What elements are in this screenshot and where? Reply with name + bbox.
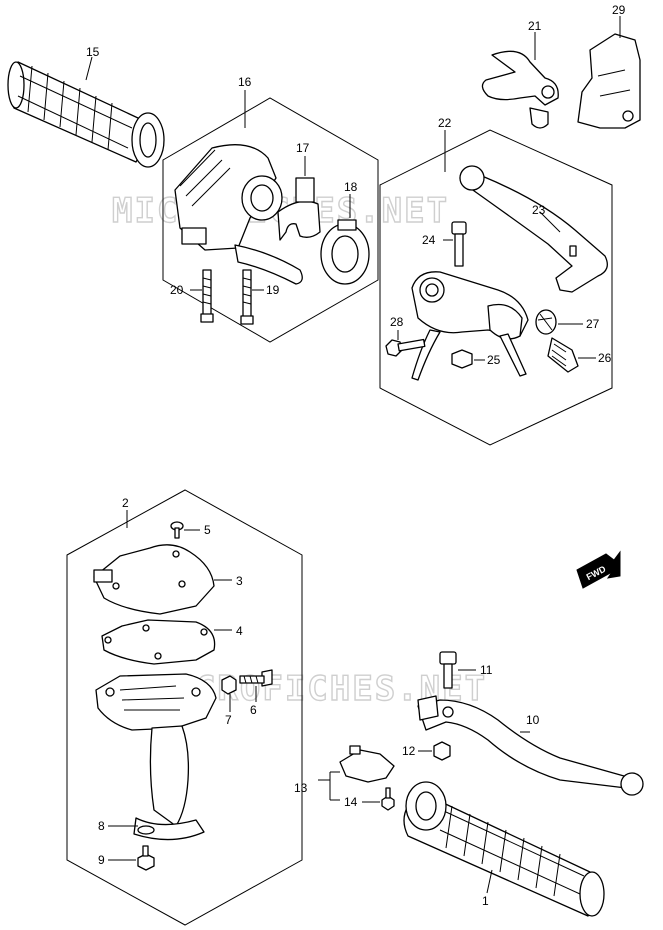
nut-part-9[interactable]: [137, 845, 155, 871]
screw-part-5[interactable]: [170, 521, 184, 539]
handlebar-switch-part-16[interactable]: [174, 144, 303, 285]
callout-10: 10: [526, 713, 540, 727]
callout-18: 18: [344, 180, 358, 194]
callout-15: 15: [86, 45, 100, 59]
screw-part-19[interactable]: [240, 269, 254, 325]
switch-part-26[interactable]: [547, 337, 579, 373]
pivot-bolt-part-24[interactable]: [451, 221, 467, 267]
washer-part-8[interactable]: [137, 825, 155, 835]
pivot-bolt-part-11[interactable]: [439, 651, 457, 689]
callout-28: 28: [390, 315, 404, 329]
lever-holder-part-21[interactable]: [481, 50, 559, 129]
lever-part-23[interactable]: [459, 165, 608, 293]
bolt-part-28[interactable]: [385, 338, 426, 357]
boot-part-27[interactable]: [535, 309, 557, 335]
callout-20: 20: [170, 283, 184, 297]
group-box-2: [66, 489, 303, 926]
nut-part-12[interactable]: [433, 741, 451, 761]
right-grip-part-1[interactable]: [403, 781, 605, 917]
screw-part-6[interactable]: [239, 669, 273, 687]
callout-11: 11: [480, 663, 493, 677]
switch-case-part-17[interactable]: [277, 177, 321, 241]
group-box-22: [379, 129, 613, 446]
left-grip-part-15[interactable]: [7, 61, 165, 168]
callout-9: 9: [98, 853, 105, 867]
callout-5: 5: [204, 523, 211, 537]
cover-part-3[interactable]: [93, 544, 215, 615]
callout-6: 6: [250, 703, 257, 717]
callout-26: 26: [598, 351, 612, 365]
callout-27: 27: [586, 317, 600, 331]
switch-housing-base[interactable]: [95, 673, 217, 841]
callout-1: 1: [482, 894, 489, 908]
callout-17: 17: [296, 141, 310, 155]
callout-16: 16: [238, 75, 252, 89]
callout-19: 19: [266, 283, 280, 297]
screw-part-14[interactable]: [381, 787, 395, 811]
master-cylinder-body[interactable]: [411, 271, 529, 381]
callout-21: 21: [528, 19, 542, 33]
callout-12: 12: [402, 744, 416, 758]
switch-ring-part-18[interactable]: [320, 219, 370, 285]
callout-22: 22: [438, 116, 452, 130]
lever-part-10[interactable]: [417, 695, 644, 796]
nut-part-7[interactable]: [221, 675, 237, 695]
callout-8: 8: [98, 819, 105, 833]
callout-2: 2: [122, 496, 129, 510]
screw-part-20[interactable]: [200, 269, 214, 323]
callout-23: 23: [532, 203, 546, 217]
callout-25: 25: [487, 353, 501, 367]
callout-7: 7: [225, 713, 232, 727]
gasket-part-4[interactable]: [101, 619, 216, 665]
callout-29: 29: [612, 3, 626, 17]
callout-3: 3: [236, 574, 243, 588]
nut-part-25[interactable]: [451, 349, 473, 369]
callout-14: 14: [344, 795, 358, 809]
group-box-16: [162, 97, 379, 343]
lever-cover-part-29[interactable]: [577, 33, 641, 129]
fwd-direction-icon: FWD: [576, 550, 621, 589]
callout-4: 4: [236, 624, 243, 638]
callout-13: 13: [294, 781, 308, 795]
switch-part-13[interactable]: [339, 745, 395, 783]
callout-24: 24: [422, 233, 436, 247]
